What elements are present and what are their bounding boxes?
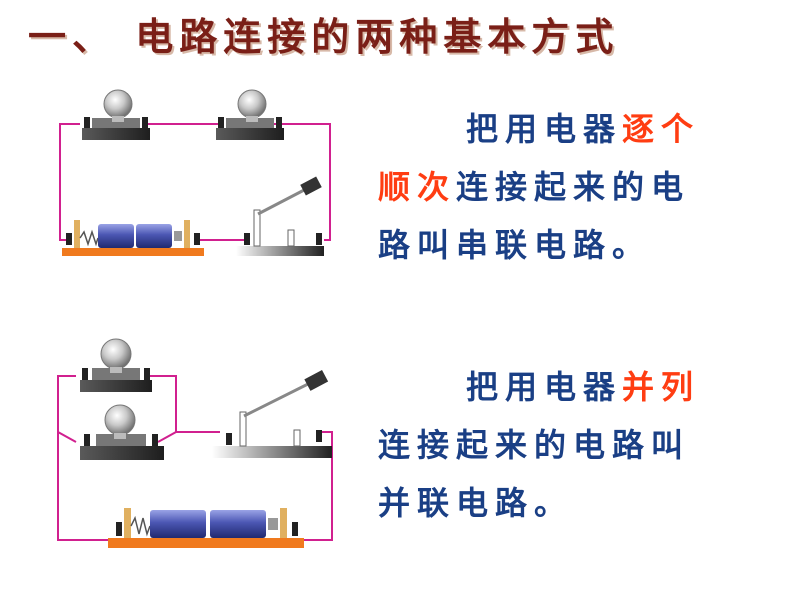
series-line-1: 把用电器逐个 [466,110,701,148]
parallel-description: 把用电器并列 连接起来的电路叫 并联电路。 [378,358,700,532]
parallel-line-2: 连接起来的电路叫 [378,426,691,464]
parallel-circuit-diagram [57,338,333,548]
series-description: 把用电器逐个 顺次连接起来的电 路叫串联电路。 [378,100,700,274]
series-wires [59,123,331,241]
parallel-line-1: 把用电器并列 [466,368,701,406]
highlight-text: 顺次 [378,168,457,206]
knife-switch-icon [236,176,324,256]
series-line-3: 路叫串联电路。 [378,226,652,264]
parallel-line-3: 并联电路。 [378,484,574,522]
highlight-text: 逐个 [622,110,701,148]
light-bulb-icon [216,89,284,140]
battery-icon [108,508,304,548]
slide-title: 一、 电路连接的两种基本方式 [28,15,620,59]
highlight-text: 并列 [622,368,701,406]
light-bulb-icon [82,89,150,140]
series-circuit-diagram [59,89,331,256]
knife-switch-icon [212,370,332,458]
series-line-2: 顺次连接起来的电 [378,168,691,206]
battery-icon [62,220,204,256]
parallel-wires [57,375,333,541]
light-bulb-icon [80,404,164,460]
light-bulb-icon [80,338,152,392]
